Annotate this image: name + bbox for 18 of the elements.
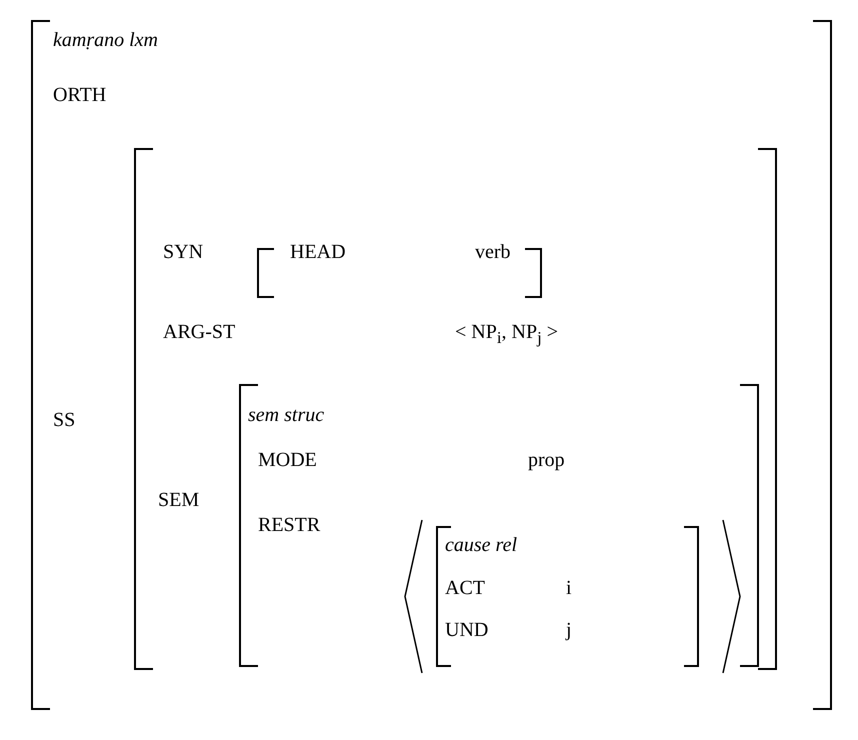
feature-name: SYN bbox=[163, 240, 204, 264]
feature-value: i bbox=[566, 576, 572, 600]
feature-name: RESTR bbox=[258, 513, 320, 537]
feature-value: verb bbox=[475, 240, 511, 264]
feature-name: ACT bbox=[445, 576, 485, 600]
feature-value: prop bbox=[528, 448, 565, 472]
type-label: sem struc bbox=[248, 403, 324, 427]
feature-name: SS bbox=[53, 408, 76, 432]
feature-name: HEAD bbox=[290, 240, 346, 264]
feature-value: < NP$_{i}$, NP$_{j}$ > bbox=[455, 320, 558, 349]
feature-name: UND bbox=[445, 618, 488, 642]
feature-name: SEM bbox=[158, 488, 200, 512]
type-label: cause rel bbox=[445, 533, 518, 557]
feature-name: MODE bbox=[258, 448, 317, 472]
feature-name: ORTH bbox=[53, 83, 106, 107]
feature-value: j bbox=[566, 618, 572, 642]
type-label: kamṛano lxm bbox=[53, 28, 158, 52]
feature-name: ARG-ST bbox=[163, 320, 236, 344]
